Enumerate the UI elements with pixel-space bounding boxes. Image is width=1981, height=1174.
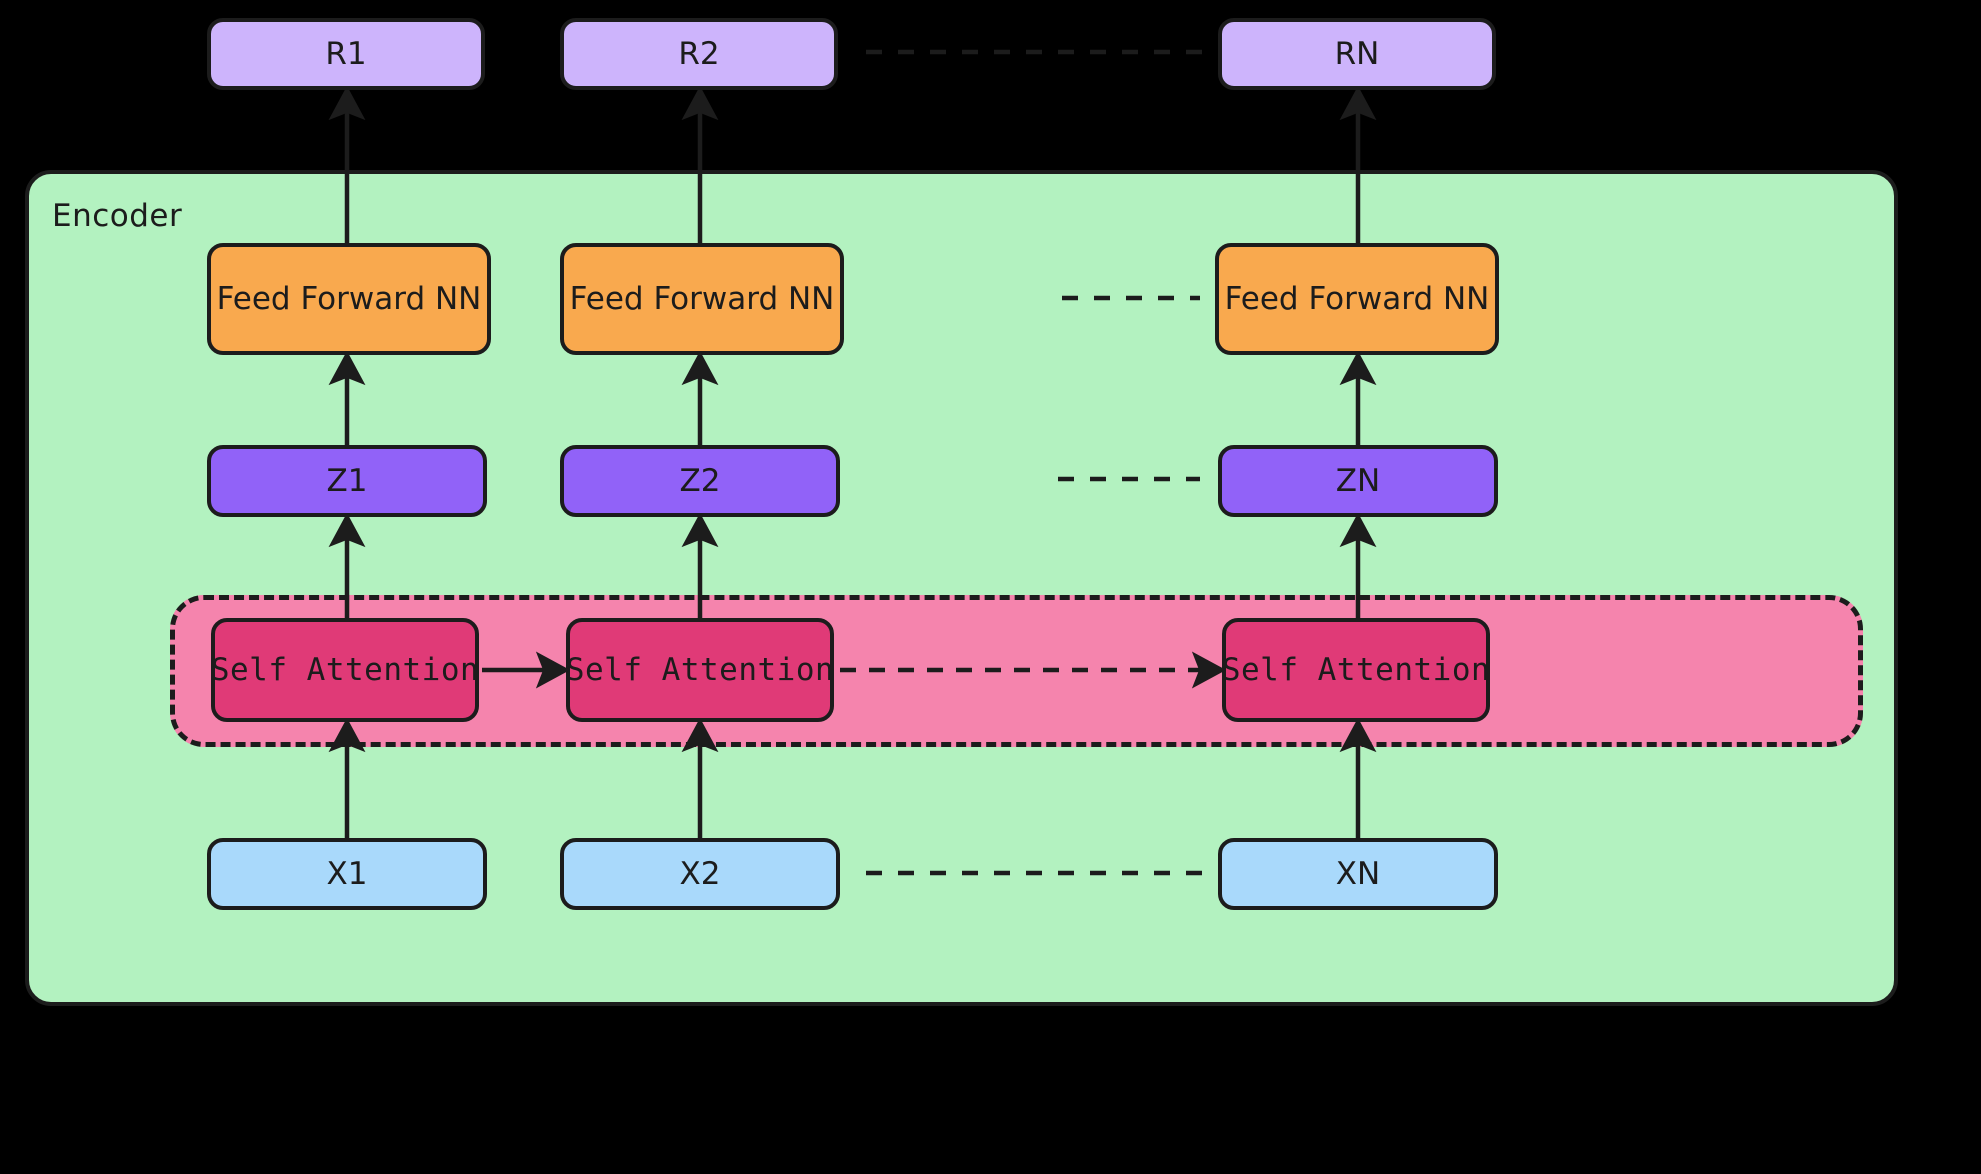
node-self-attention-1[interactable]: Self Attention <box>211 618 479 722</box>
node-x1-label: X1 <box>326 855 368 892</box>
node-feed-forward-nn-1[interactable]: Feed Forward NN <box>207 243 491 355</box>
node-r1-label: R1 <box>325 35 367 72</box>
node-zn[interactable]: ZN <box>1218 445 1498 517</box>
node-feed-forward-nn-n-label: Feed Forward NN <box>1224 280 1490 317</box>
node-z2-label: Z2 <box>679 462 721 499</box>
node-feed-forward-nn-2[interactable]: Feed Forward NN <box>560 243 844 355</box>
node-self-attention-n[interactable]: Self Attention <box>1222 618 1490 722</box>
node-self-attention-1-label: Self Attention <box>210 651 480 688</box>
node-x2[interactable]: X2 <box>560 838 840 910</box>
node-feed-forward-nn-n[interactable]: Feed Forward NN <box>1215 243 1499 355</box>
encoder-label: Encoder <box>52 198 183 234</box>
node-xn-label: XN <box>1335 855 1381 892</box>
node-self-attention-n-label: Self Attention <box>1221 651 1491 688</box>
node-z1[interactable]: Z1 <box>207 445 487 517</box>
node-xn[interactable]: XN <box>1218 838 1498 910</box>
node-zn-label: ZN <box>1335 462 1381 499</box>
node-feed-forward-nn-2-label: Feed Forward NN <box>569 280 835 317</box>
node-rn[interactable]: RN <box>1218 18 1496 90</box>
node-rn-label: RN <box>1334 35 1380 72</box>
node-r1[interactable]: R1 <box>207 18 485 90</box>
node-z1-label: Z1 <box>326 462 368 499</box>
node-self-attention-2[interactable]: Self Attention <box>566 618 834 722</box>
node-z2[interactable]: Z2 <box>560 445 840 517</box>
node-x2-label: X2 <box>679 855 721 892</box>
node-self-attention-2-label: Self Attention <box>565 651 835 688</box>
node-r2-label: R2 <box>678 35 720 72</box>
node-r2[interactable]: R2 <box>560 18 838 90</box>
node-feed-forward-nn-1-label: Feed Forward NN <box>216 280 482 317</box>
node-x1[interactable]: X1 <box>207 838 487 910</box>
